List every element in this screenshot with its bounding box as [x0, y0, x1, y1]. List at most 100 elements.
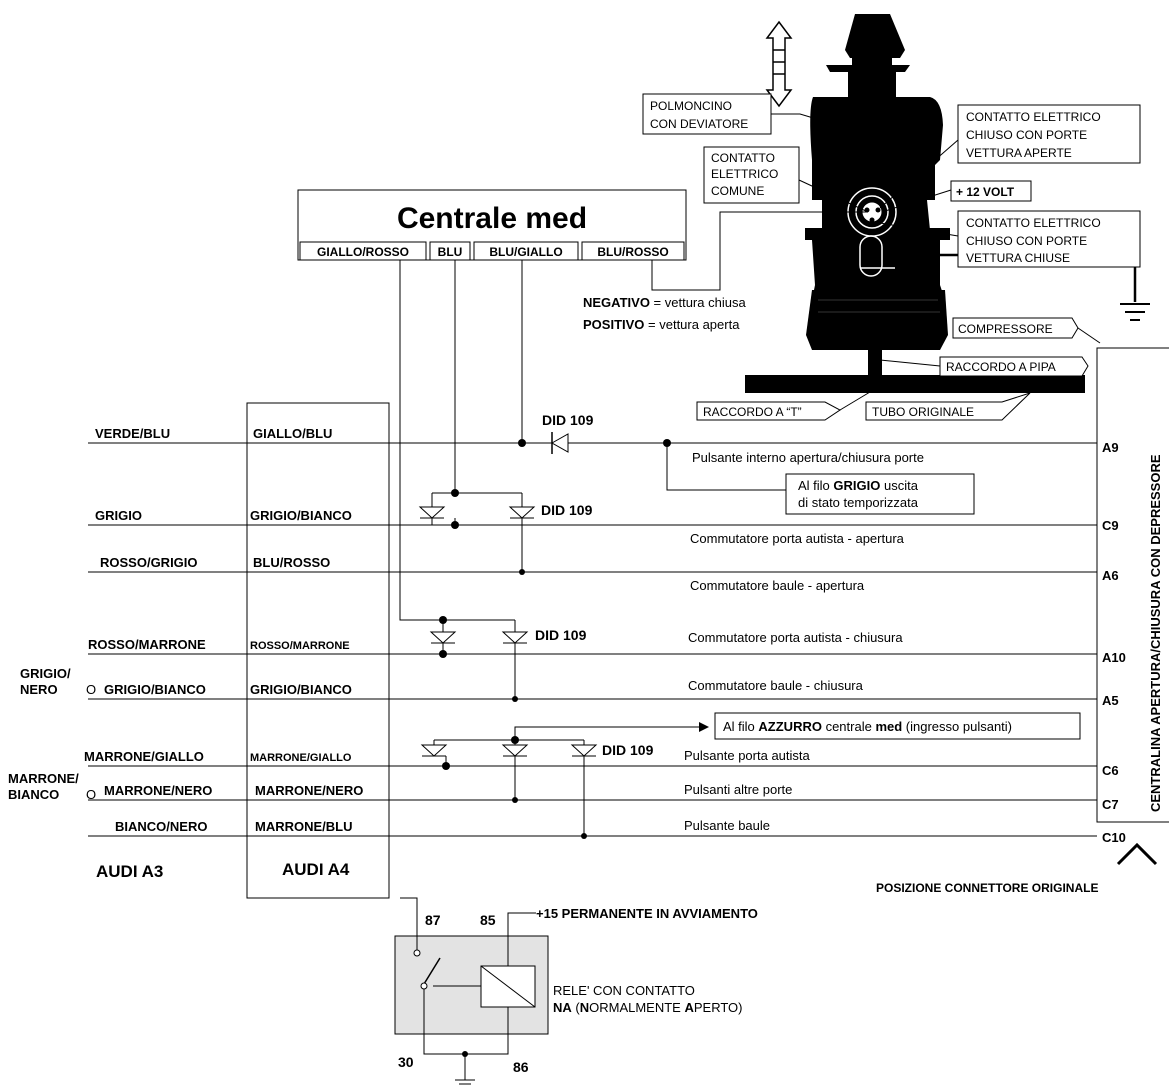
aperte-label-2: CHIUSO CON PORTE: [966, 128, 1087, 142]
function-c10: Pulsante baule: [684, 818, 770, 833]
right-unit-box: [1096, 347, 1169, 823]
diode-a9: DID 109: [518, 412, 786, 491]
relay-ground-icon: [455, 1079, 475, 1085]
function-a9: Pulsante interno apertura/chiusura porte: [692, 450, 924, 465]
main-wires: [88, 442, 1097, 837]
polarity-positive: POSITIVO = vettura aperta: [583, 317, 740, 332]
double-arrow-icon: [765, 20, 793, 108]
relay-pin-30: 30: [398, 1054, 414, 1070]
aperte-label-3: VETTURA APERTE: [966, 146, 1072, 160]
alt-or-2: O: [86, 787, 96, 802]
chiuse-label-1: CONTATTO ELETTRICO: [966, 216, 1101, 230]
row-labels: VERDE/BLU GRIGIO ROSSO/GRIGIO ROSSO/MARR…: [84, 426, 1126, 845]
chiuse-label-2: CHIUSO CON PORTE: [966, 234, 1087, 248]
ground-icon: [1120, 303, 1150, 321]
comune-label-2: ELETTRICO: [711, 167, 778, 181]
note-grigio-line1: Al filo GRIGIO uscita: [798, 478, 919, 493]
pipa-label: RACCORDO A PIPA: [946, 360, 1056, 374]
diode-label-g1: DID 109: [541, 502, 593, 518]
a3-label-6: MARRONE/NERO: [104, 783, 212, 798]
audi-a4-box: [246, 402, 390, 899]
alt-grigio-2: NERO: [20, 682, 58, 697]
connector-caret-icon: [1116, 842, 1158, 866]
note-azzurro-text: Al filo AZZURRO centrale med (ingresso p…: [723, 719, 1012, 734]
alt-marrone-1: MARRONE/: [8, 771, 79, 786]
a4-label-6: MARRONE/NERO: [255, 783, 363, 798]
a4-label-0: GIALLO/BLU: [253, 426, 332, 441]
pin-label-7: C10: [1102, 830, 1126, 845]
central-pin-1: BLU: [438, 245, 463, 259]
a4-label-3: ROSSO/MARRONE: [250, 640, 350, 652]
a4-label-5: MARRONE/GIALLO: [250, 752, 352, 764]
relay-supply-label: +15 PERMANENTE IN AVVIAMENTO: [536, 906, 758, 921]
aperte-label-1: CONTATTO ELETTRICO: [966, 110, 1101, 124]
relay: 87 85 30 86 +15 PERMANENTE IN AVVIAMENTO…: [394, 897, 758, 1085]
tubo-label: TUBO ORIGINALE: [872, 405, 974, 419]
a3-label-0: VERDE/BLU: [95, 426, 170, 441]
central-wires: [399, 260, 523, 621]
polmoncino-label-1: POLMONCINO: [650, 99, 732, 113]
diode-label-a9: DID 109: [542, 412, 594, 428]
car-a4-label: AUDI A4: [282, 860, 350, 879]
diode-group-1: [418, 492, 536, 572]
polmoncino-label-2: CON DEVIATORE: [650, 117, 748, 131]
alt-or-1: O: [86, 682, 96, 697]
relay-pin-86: 86: [513, 1059, 529, 1075]
function-a5: Commutatore baule - chiusura: [688, 678, 864, 693]
comune-label-1: CONTATTO: [711, 151, 775, 165]
polarity-negative: NEGATIVO = vettura chiusa: [583, 295, 746, 310]
function-c6: Pulsante porta autista: [684, 748, 811, 763]
diode-group-3: [420, 726, 702, 836]
chiuse-label-3: VETTURA CHIUSE: [966, 251, 1070, 265]
vacuum-actuator: [745, 14, 1150, 393]
comune-label-3: COMUNE: [711, 184, 764, 198]
note-grigio-line2: di stato temporizzata: [798, 495, 919, 510]
a3-label-4: GRIGIO/BIANCO: [104, 682, 206, 697]
a3-label-3: ROSSO/MARRONE: [88, 637, 206, 652]
function-a6: Commutatore baule - apertura: [690, 578, 865, 593]
relay-pin-85: 85: [480, 912, 496, 928]
a4-label-4: GRIGIO/BIANCO: [250, 682, 352, 697]
actuator-labels: POLMONCINO CON DEVIATORE CONTATTO ELETTR…: [642, 93, 1141, 421]
a3-label-7: BIANCO/NERO: [115, 819, 207, 834]
pin-label-3: A10: [1102, 650, 1126, 665]
central-pin-0: GIALLO/ROSSO: [317, 245, 409, 259]
note-azzurro: [714, 712, 1081, 740]
volt-label: + 12 VOLT: [956, 185, 1015, 199]
relay-pin-87: 87: [425, 912, 441, 928]
central-pin-3: BLU/ROSSO: [597, 245, 668, 259]
a4-label-1: GRIGIO/BIANCO: [250, 508, 352, 523]
central-pin-2: BLU/GIALLO: [489, 245, 562, 259]
function-a10: Commutatore porta autista - chiusura: [688, 630, 903, 645]
note-grigio: [785, 473, 975, 515]
raccordo-t-label: RACCORDO A “T”: [703, 405, 802, 419]
relay-desc-2: NA (NORMALMENTE APERTO): [553, 1000, 743, 1015]
compressore-label: COMPRESSORE: [958, 322, 1053, 336]
function-c9: Commutatore porta autista - apertura: [690, 531, 905, 546]
diode-group-2: [429, 619, 529, 699]
pin-label-0: A9: [1102, 440, 1119, 455]
a3-label-1: GRIGIO: [95, 508, 142, 523]
diode-label-g2: DID 109: [535, 627, 587, 643]
a3-label-2: ROSSO/GRIGIO: [100, 555, 198, 570]
centrale-med: Centrale med GIALLO/ROSSO BLU BLU/GIALLO…: [297, 189, 687, 261]
pin-label-1: C9: [1102, 518, 1119, 533]
function-c7: Pulsanti altre porte: [684, 782, 792, 797]
car-a3-label: AUDI A3: [96, 862, 163, 881]
pin-label-6: C7: [1102, 797, 1119, 812]
alt-grigio-1: GRIGIO/: [20, 666, 71, 681]
connector-position-label: POSIZIONE CONNETTORE ORIGINALE: [876, 881, 1098, 895]
pin-label-2: A6: [1102, 568, 1119, 583]
pin-label-4: A5: [1102, 693, 1119, 708]
a3-label-5: MARRONE/GIALLO: [84, 749, 204, 764]
relay-desc-1: RELE' CON CONTATTO: [553, 983, 695, 998]
alt-marrone-2: BIANCO: [8, 787, 59, 802]
right-unit-label: CENTRALINA APERTURA/CHIUSURA CON DEPRESS…: [1148, 454, 1163, 812]
diode-label-g3: DID 109: [602, 742, 654, 758]
a4-label-2: BLU/ROSSO: [253, 555, 330, 570]
central-title: Centrale med: [397, 202, 587, 235]
a4-label-7: MARRONE/BLU: [255, 819, 353, 834]
pin-label-5: C6: [1102, 763, 1119, 778]
function-labels: Pulsante interno apertura/chiusura porte…: [684, 450, 924, 833]
